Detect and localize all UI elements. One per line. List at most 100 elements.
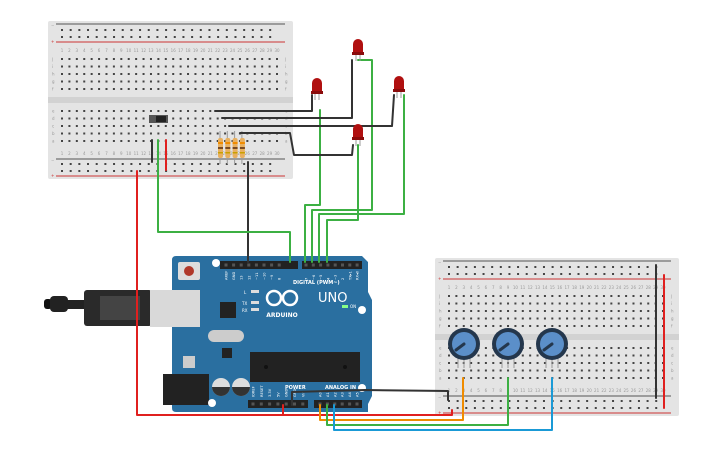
hole[interactable] [492, 302, 495, 305]
hole[interactable] [105, 80, 108, 83]
rail-hole[interactable] [560, 400, 563, 402]
rail-hole[interactable] [139, 29, 142, 31]
hole[interactable] [484, 325, 487, 327]
hole[interactable] [201, 117, 204, 120]
rail-hole[interactable] [499, 266, 502, 268]
rail-hole[interactable] [603, 407, 606, 409]
hole[interactable] [484, 354, 487, 357]
rail-hole[interactable] [594, 407, 597, 409]
rail-hole[interactable] [130, 163, 133, 165]
rail-hole[interactable] [534, 400, 537, 402]
rail-hole[interactable] [191, 36, 194, 38]
hole[interactable] [276, 65, 278, 68]
rail-hole[interactable] [78, 170, 81, 172]
hole[interactable] [573, 295, 576, 297]
hole[interactable] [551, 369, 554, 372]
hole[interactable] [470, 302, 473, 305]
hole[interactable] [610, 325, 613, 327]
rail-hole[interactable] [199, 163, 202, 165]
hole[interactable] [529, 302, 532, 305]
hole[interactable] [90, 140, 93, 142]
rail-hole[interactable] [130, 29, 133, 31]
rail-hole[interactable] [542, 400, 545, 402]
hole[interactable] [75, 80, 78, 83]
hole[interactable] [75, 125, 78, 127]
hole[interactable] [61, 117, 63, 120]
hole[interactable] [632, 302, 635, 305]
hole[interactable] [632, 347, 635, 349]
rail-hole[interactable] [629, 407, 632, 409]
hole[interactable] [261, 65, 264, 68]
hole[interactable] [83, 88, 86, 90]
hole[interactable] [639, 369, 642, 372]
hole[interactable] [120, 65, 123, 68]
hole[interactable] [521, 310, 524, 312]
hole[interactable] [90, 65, 93, 68]
rail-hole[interactable] [95, 163, 98, 165]
rail-hole[interactable] [251, 163, 254, 165]
rail-hole[interactable] [78, 36, 81, 38]
hole[interactable] [83, 140, 86, 142]
hole[interactable] [625, 369, 628, 372]
rail-hole[interactable] [182, 36, 185, 38]
hole[interactable] [157, 132, 160, 135]
hole[interactable] [187, 80, 190, 83]
hole[interactable] [75, 65, 78, 68]
potentiometer[interactable] [536, 328, 568, 368]
hole[interactable] [580, 347, 583, 349]
hole[interactable] [164, 88, 167, 90]
hole[interactable] [127, 140, 130, 142]
rail-hole[interactable] [568, 266, 571, 268]
hole[interactable] [595, 317, 598, 320]
hole[interactable] [75, 140, 78, 142]
hole[interactable] [112, 132, 115, 135]
rail-hole[interactable] [482, 400, 485, 402]
hole[interactable] [179, 125, 182, 127]
hole[interactable] [470, 362, 473, 364]
hole[interactable] [142, 80, 145, 83]
hole[interactable] [492, 310, 495, 312]
hole[interactable] [529, 325, 532, 327]
hole[interactable] [470, 295, 473, 297]
hole[interactable] [529, 354, 532, 357]
rail-hole[interactable] [508, 273, 511, 275]
rail-hole[interactable] [61, 36, 63, 38]
hole[interactable] [617, 325, 620, 327]
hole[interactable] [75, 58, 78, 60]
hole[interactable] [543, 317, 546, 320]
hole[interactable] [172, 80, 175, 83]
hole[interactable] [558, 362, 561, 364]
rail-hole[interactable] [456, 273, 459, 275]
hole[interactable] [647, 302, 650, 305]
hole[interactable] [617, 354, 620, 357]
hole[interactable] [98, 132, 101, 135]
rail-hole[interactable] [130, 36, 133, 38]
hole[interactable] [625, 354, 628, 357]
rail-hole[interactable] [594, 266, 597, 268]
hole[interactable] [135, 88, 138, 90]
hole[interactable] [602, 377, 605, 379]
hole[interactable] [187, 132, 190, 135]
hole[interactable] [617, 317, 620, 320]
hole[interactable] [521, 369, 524, 372]
hole[interactable] [543, 369, 546, 372]
pin-gnd[interactable] [232, 263, 236, 267]
rail-hole[interactable] [491, 400, 494, 402]
hole[interactable] [231, 73, 234, 75]
hole[interactable] [105, 73, 108, 75]
rail-hole[interactable] [534, 266, 537, 268]
rail-hole[interactable] [165, 29, 168, 31]
hole[interactable] [551, 302, 554, 305]
hole[interactable] [142, 140, 145, 142]
rail-hole[interactable] [95, 170, 98, 172]
hole[interactable] [90, 125, 93, 127]
hole[interactable] [543, 325, 546, 327]
hole[interactable] [514, 317, 517, 320]
rail-hole[interactable] [525, 266, 528, 268]
hole[interactable] [477, 295, 480, 297]
hole[interactable] [164, 73, 167, 75]
hole[interactable] [90, 117, 93, 120]
hole[interactable] [127, 58, 130, 60]
hole[interactable] [276, 88, 278, 90]
rail-hole[interactable] [269, 36, 272, 38]
